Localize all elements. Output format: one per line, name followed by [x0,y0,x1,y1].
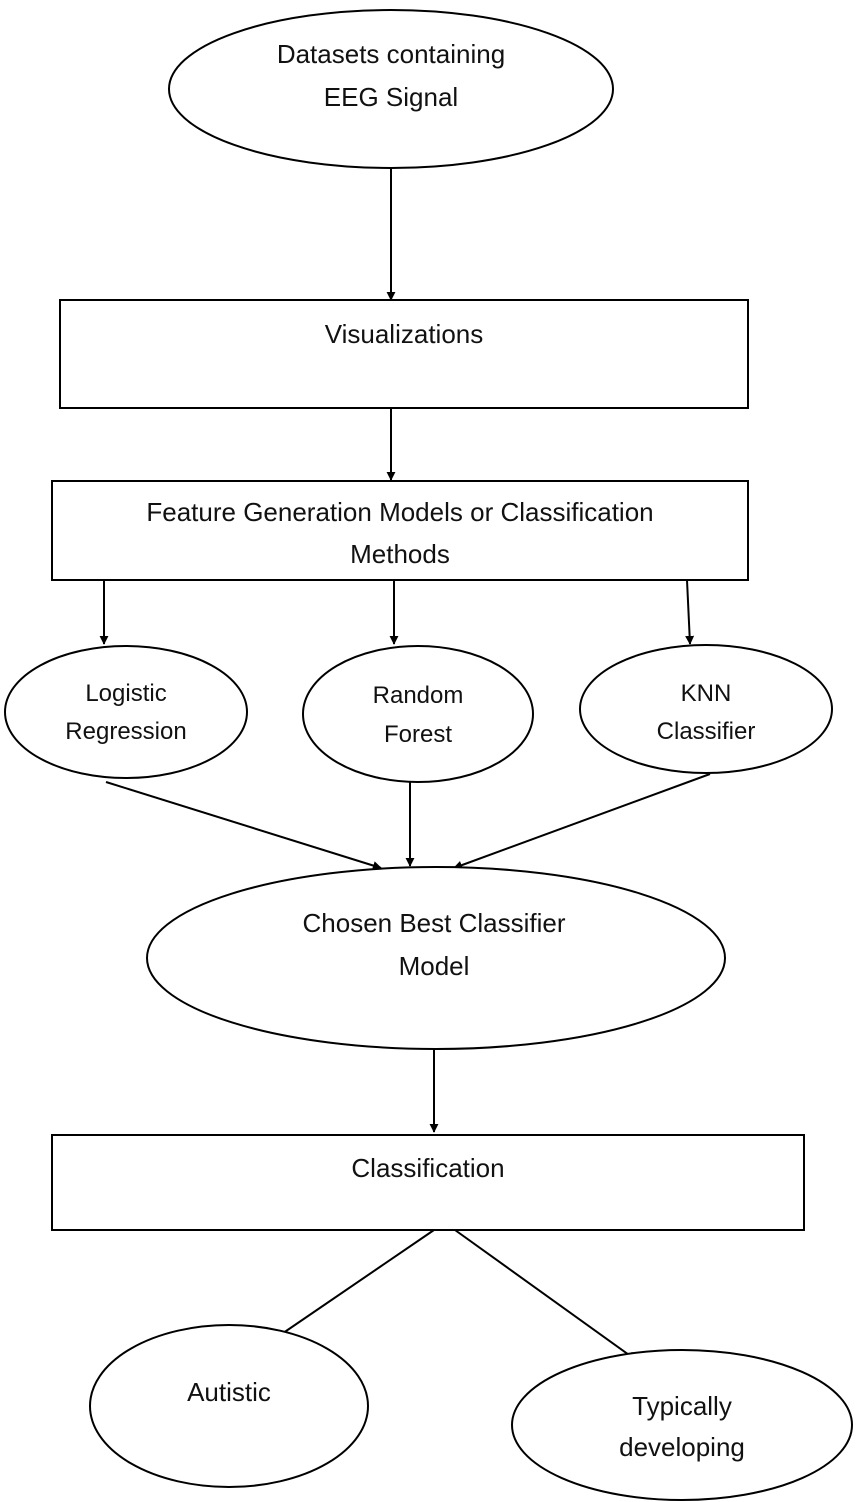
node-random-forest: Random Forest [302,645,534,783]
node-classification: Classification [51,1134,805,1231]
edge-classification-typically-developing [454,1229,637,1361]
node-visualizations: Visualizations [59,299,749,409]
node-best-classifier: Chosen Best Classifier Model [146,866,726,1050]
node-feature-generation: Feature Generation Models or Classificat… [51,480,749,581]
node-feature-generation-line-2: Methods [350,539,450,569]
node-visualizations-label: Visualizations [325,319,484,349]
node-best-classifier-line-2: Model [399,951,470,981]
node-datasets-line-2: EEG Signal [324,82,458,112]
node-random-forest-line-2: Forest [384,721,452,748]
node-feature-generation-line-1: Feature Generation Models or Classificat… [146,497,653,527]
node-classification-label: Classification [351,1153,504,1183]
node-typically-developing-line-1: Typically [632,1391,732,1421]
node-random-forest-line-1: Random [373,682,464,709]
node-knn-line-1: KNN [681,680,732,707]
node-autistic-label: Autistic [187,1377,271,1407]
node-datasets-line-1: Datasets containing [277,39,505,69]
node-logistic-regression-line-1: Logistic [85,680,166,707]
edge-knn-best-classifier [453,773,711,870]
edge-logistic-regression-best-classifier [105,781,382,870]
node-best-classifier-line-1: Chosen Best Classifier [303,908,566,938]
node-knn-line-2: Classifier [657,718,756,745]
edge-classification-autistic [269,1229,435,1343]
edge-feature-generation-knn [685,579,695,645]
node-knn: KNN Classifier [579,644,833,774]
node-datasets: Datasets containing EEG Signal [168,9,614,169]
node-typically-developing: Typically developing [511,1349,853,1501]
edges [99,168,711,1361]
node-logistic-regression-line-2: Regression [65,718,186,745]
node-autistic: Autistic [89,1324,369,1488]
node-logistic-regression: Logistic Regression [4,645,248,779]
node-typically-developing-line-2: developing [619,1432,745,1462]
